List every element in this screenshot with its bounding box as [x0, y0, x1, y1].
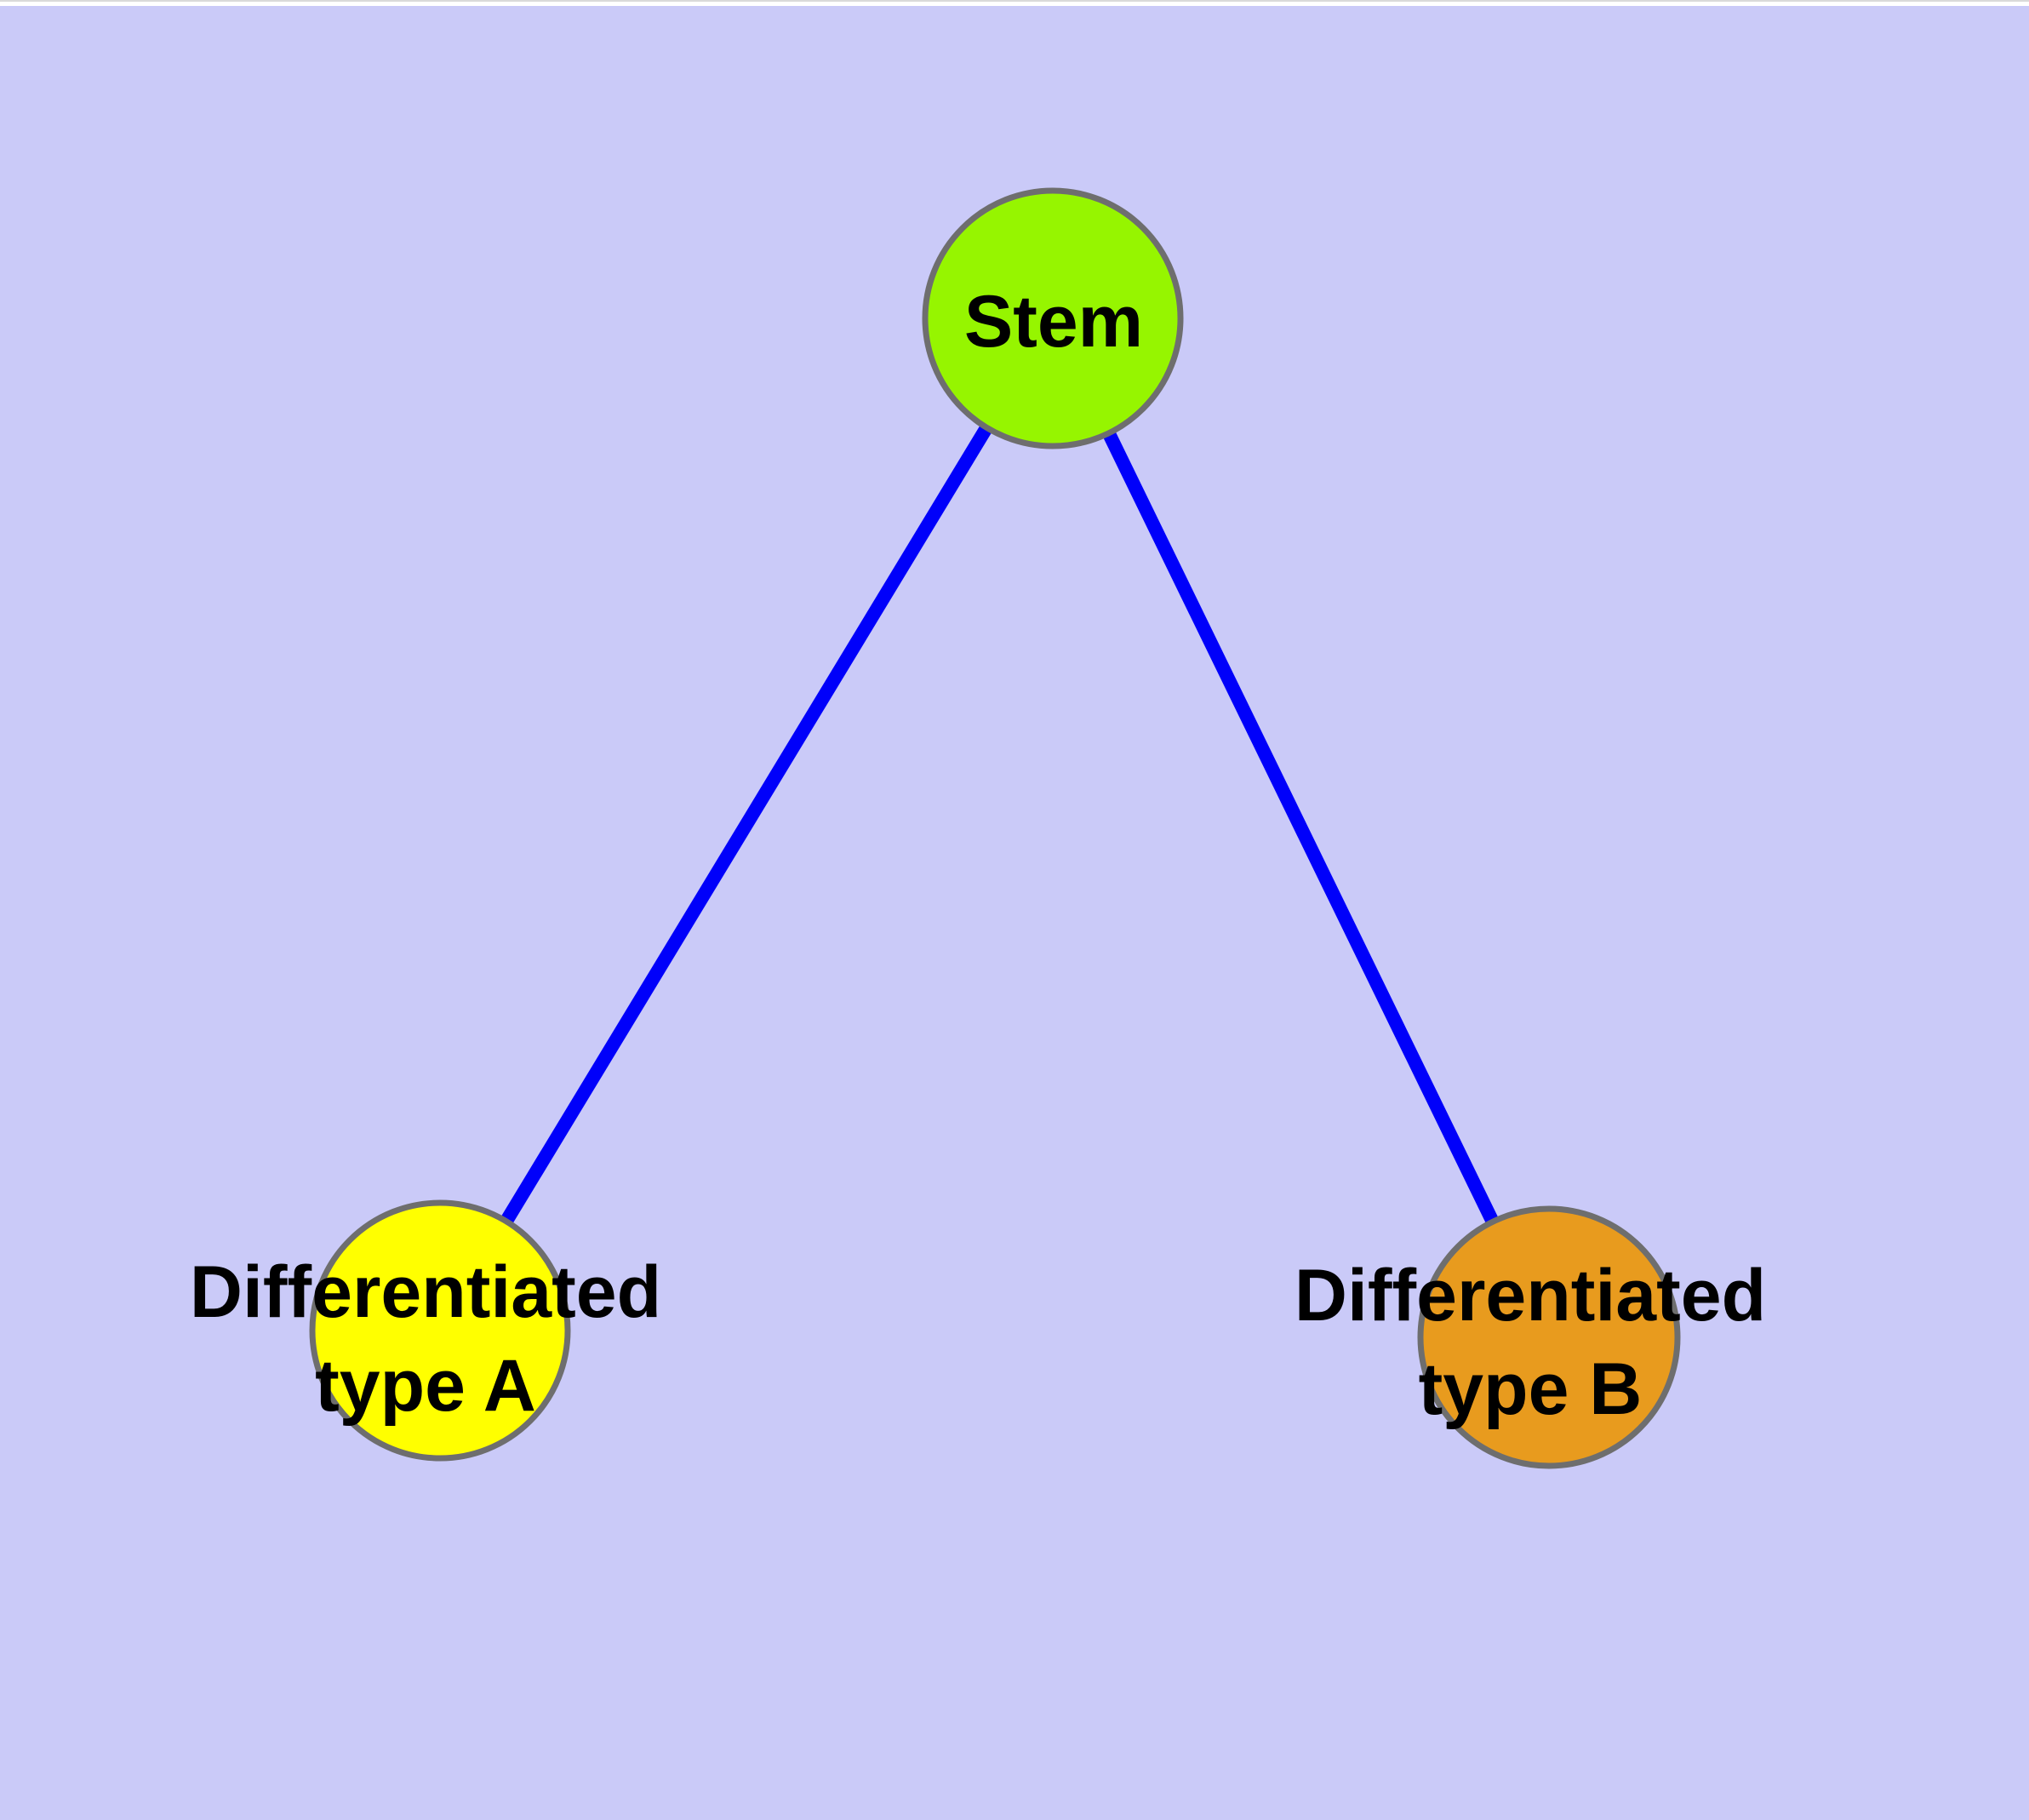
edge-stem-to-differentiated-type-b — [1046, 315, 1556, 1341]
edge-layer — [434, 314, 1556, 1341]
node-stem-label: Stem — [964, 281, 1143, 363]
node-stem: Stem — [922, 187, 1184, 449]
window-top-border — [0, 0, 2029, 2]
node-differentiated-type-a: Differentiated type A — [190, 1199, 661, 1462]
node-stem-circle — [922, 187, 1184, 449]
node-differentiated-type-a-label-line2: type A — [315, 1345, 536, 1427]
node-differentiated-type-b: Differentiated type B — [1295, 1205, 1766, 1469]
node-differentiated-type-b-label-line1: Differentiated — [1295, 1255, 1766, 1336]
edge-stem-to-differentiated-type-a — [434, 314, 1059, 1335]
node-differentiated-type-a-circle — [309, 1199, 571, 1462]
node-differentiated-type-b-circle — [1417, 1205, 1681, 1469]
node-differentiated-type-b-label-line2: type B — [1419, 1348, 1643, 1430]
node-differentiated-type-a-label-line1: Differentiated — [190, 1251, 661, 1333]
